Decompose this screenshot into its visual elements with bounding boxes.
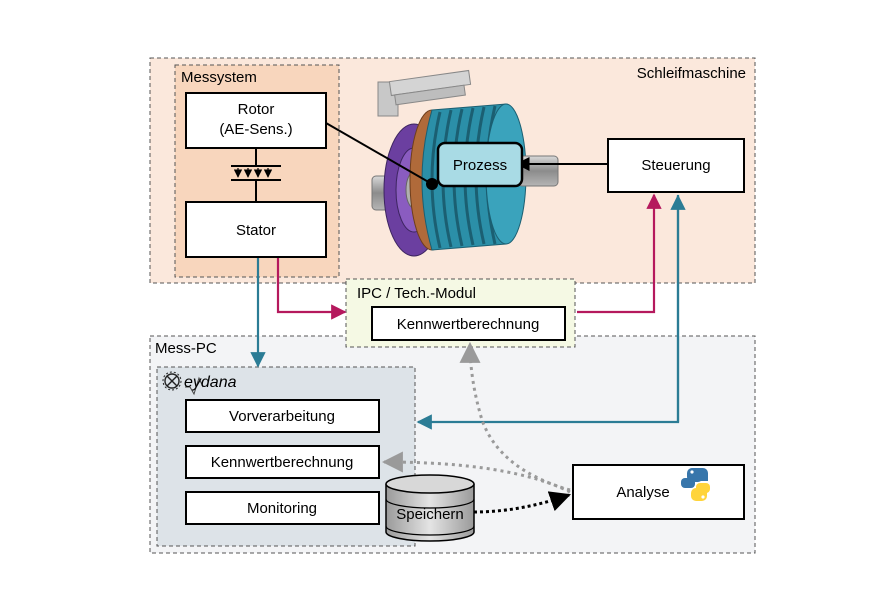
steuerung-box: Steuerung [607, 138, 745, 193]
analyse-to-ipc-dotted-arrow [459, 341, 571, 492]
ipc-kennwert-box: Kennwertberechnung [371, 306, 566, 341]
eydana-logo: eydana [162, 371, 237, 396]
python-icon [681, 468, 710, 501]
database-icon: Speichern [385, 474, 475, 542]
monitoring-box: Monitoring [185, 491, 380, 525]
analyse-to-pc-kennwert-dotted-arrow [381, 451, 571, 494]
vorverarbeitung-box: Vorverarbeitung [185, 399, 380, 433]
rotor-box: Rotor (AE-Sens.) [185, 92, 327, 149]
pc-kennwert-box: Kennwertberechnung [185, 445, 380, 479]
speichern-to-analyse-dotted-arrow [473, 491, 571, 514]
rotor-prozess-link [325, 122, 438, 190]
region-mess-pc-label: Mess-PC [155, 340, 217, 357]
pc-kennwert-label: Kennwertberechnung [211, 454, 354, 471]
speichern-label: Speichern [396, 506, 464, 523]
eydana-logo-text: eydana [184, 374, 237, 391]
rotor-label: Rotor [238, 101, 275, 118]
analyse-label: Analyse [616, 484, 669, 501]
steuerung-label: Steuerung [641, 157, 710, 174]
vorverarbeitung-label: Vorverarbeitung [229, 408, 335, 425]
stator-box: Stator [185, 201, 327, 258]
analyse-box: Analyse [572, 464, 745, 520]
stator-to-ipc-arrow [276, 258, 347, 320]
prozess-label: Prozess [453, 157, 507, 174]
prozess-box: Prozess [436, 141, 524, 188]
region-messystem-label: Messystem [181, 69, 257, 86]
region-ipc-label: IPC / Tech.-Modul [357, 285, 476, 302]
monitoring-label: Monitoring [247, 500, 317, 517]
rotor-sublabel: (AE-Sens.) [219, 121, 292, 138]
ipc-kennwert-label: Kennwertberechnung [397, 316, 540, 333]
region-schleifmaschine-label: Schleifmaschine [637, 65, 746, 82]
antenna-coupler-icon [231, 148, 281, 202]
stator-label: Stator [236, 222, 276, 239]
ipc-to-steuerung-arrow [577, 193, 662, 314]
